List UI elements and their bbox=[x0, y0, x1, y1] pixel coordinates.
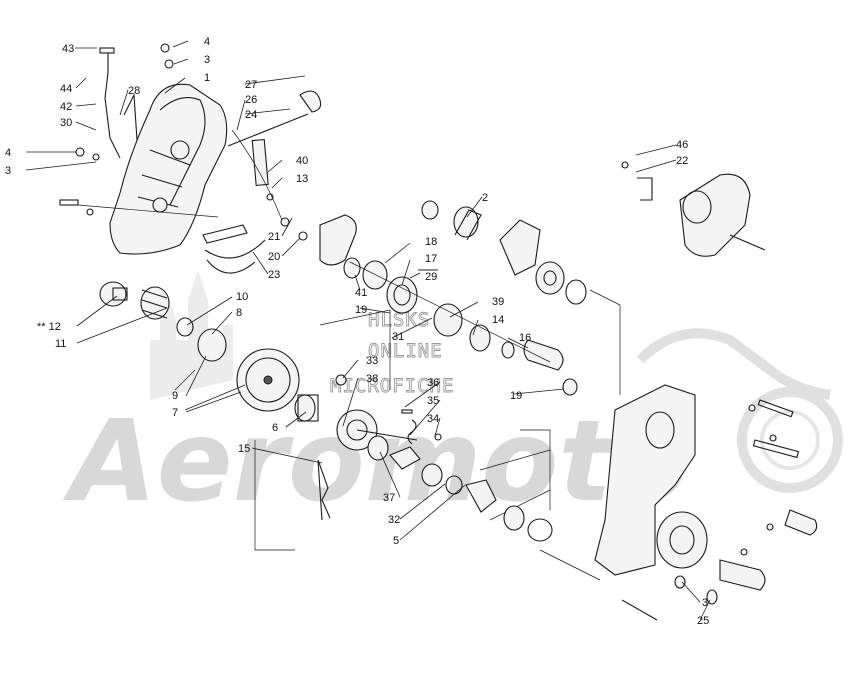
callout-23: 23 bbox=[268, 269, 280, 281]
leader-lines bbox=[25, 40, 711, 621]
callout-39: 39 bbox=[492, 296, 504, 308]
callout-labels: 43 4 3 1 44 42 28 30 4 3 27 26 24 40 13 … bbox=[5, 36, 709, 627]
sprocket-assembly bbox=[99, 281, 553, 551]
watermark-brand: Aeromoto bbox=[62, 397, 689, 527]
watermark-line-1: HLSKS bbox=[368, 309, 430, 331]
brake-hub bbox=[621, 161, 766, 257]
callout-43: 43 bbox=[62, 43, 74, 55]
callout-40: 40 bbox=[296, 155, 308, 167]
callout-4-left: 4 bbox=[5, 147, 11, 159]
callout-20: 20 bbox=[268, 251, 280, 263]
center-gears bbox=[319, 200, 578, 396]
callout-2: 2 bbox=[482, 192, 488, 204]
callout-7: 7 bbox=[172, 407, 178, 419]
watermark-line-3: MICROFICHE bbox=[330, 375, 454, 397]
callout-26: 26 bbox=[245, 94, 257, 106]
callout-32: 32 bbox=[388, 514, 400, 526]
gear-case-cover bbox=[59, 43, 228, 255]
callout-46: 46 bbox=[676, 139, 688, 151]
lower-chaincase bbox=[479, 384, 818, 621]
callout-14: 14 bbox=[492, 314, 504, 326]
callout-13: 13 bbox=[296, 173, 308, 185]
callout-29: 29 bbox=[425, 271, 437, 283]
callout-44: 44 bbox=[60, 83, 72, 95]
callout-11: 11 bbox=[55, 338, 66, 350]
callout-4: 4 bbox=[204, 36, 210, 48]
callout-25: 25 bbox=[697, 615, 709, 627]
callout-34: 34 bbox=[427, 413, 439, 425]
callout-31: 31 bbox=[392, 331, 404, 343]
callout-28: 28 bbox=[128, 85, 140, 97]
callout-18-top: 18 bbox=[425, 236, 437, 248]
callout-36: 36 bbox=[427, 377, 439, 389]
callout-22: 22 bbox=[676, 155, 688, 167]
watermark-line-2: ONLINE bbox=[368, 340, 443, 362]
callout-5: 5 bbox=[393, 535, 399, 547]
callout-37: 37 bbox=[383, 492, 395, 504]
callout-21: 21 bbox=[268, 231, 280, 243]
callout-38: 38 bbox=[366, 373, 378, 385]
callout-19-top: 19 bbox=[355, 304, 367, 316]
callout-24: 24 bbox=[245, 109, 257, 121]
callout-15: 15 bbox=[238, 443, 250, 455]
callout-10: 10 bbox=[236, 291, 248, 303]
callout-30: 30 bbox=[60, 117, 72, 129]
callout-6: 6 bbox=[272, 422, 278, 434]
callout-41: 41 bbox=[355, 287, 367, 299]
callout-42: 42 bbox=[60, 101, 72, 113]
callout-19-bottom: 19 bbox=[510, 390, 522, 402]
callout-1: 1 bbox=[204, 72, 210, 84]
callout-8: 8 bbox=[236, 307, 242, 319]
callout-12: ** 12 bbox=[37, 321, 61, 333]
callout-35: 35 bbox=[427, 395, 439, 407]
callout-33: 33 bbox=[366, 355, 378, 367]
callout-3-bottom: 3 bbox=[702, 597, 708, 609]
bearing-housing bbox=[499, 219, 621, 395]
callout-9: 9 bbox=[172, 390, 178, 402]
callout-16: 16 bbox=[519, 332, 531, 344]
callout-27: 27 bbox=[245, 79, 257, 91]
watermark: Aeromoto HLSKS ONLINE MICROFICHE bbox=[62, 270, 843, 527]
callout-3-left: 3 bbox=[5, 165, 11, 177]
shaft-assembly bbox=[202, 90, 322, 274]
callout-17: 17 bbox=[425, 253, 437, 265]
callout-3: 3 bbox=[204, 54, 210, 66]
